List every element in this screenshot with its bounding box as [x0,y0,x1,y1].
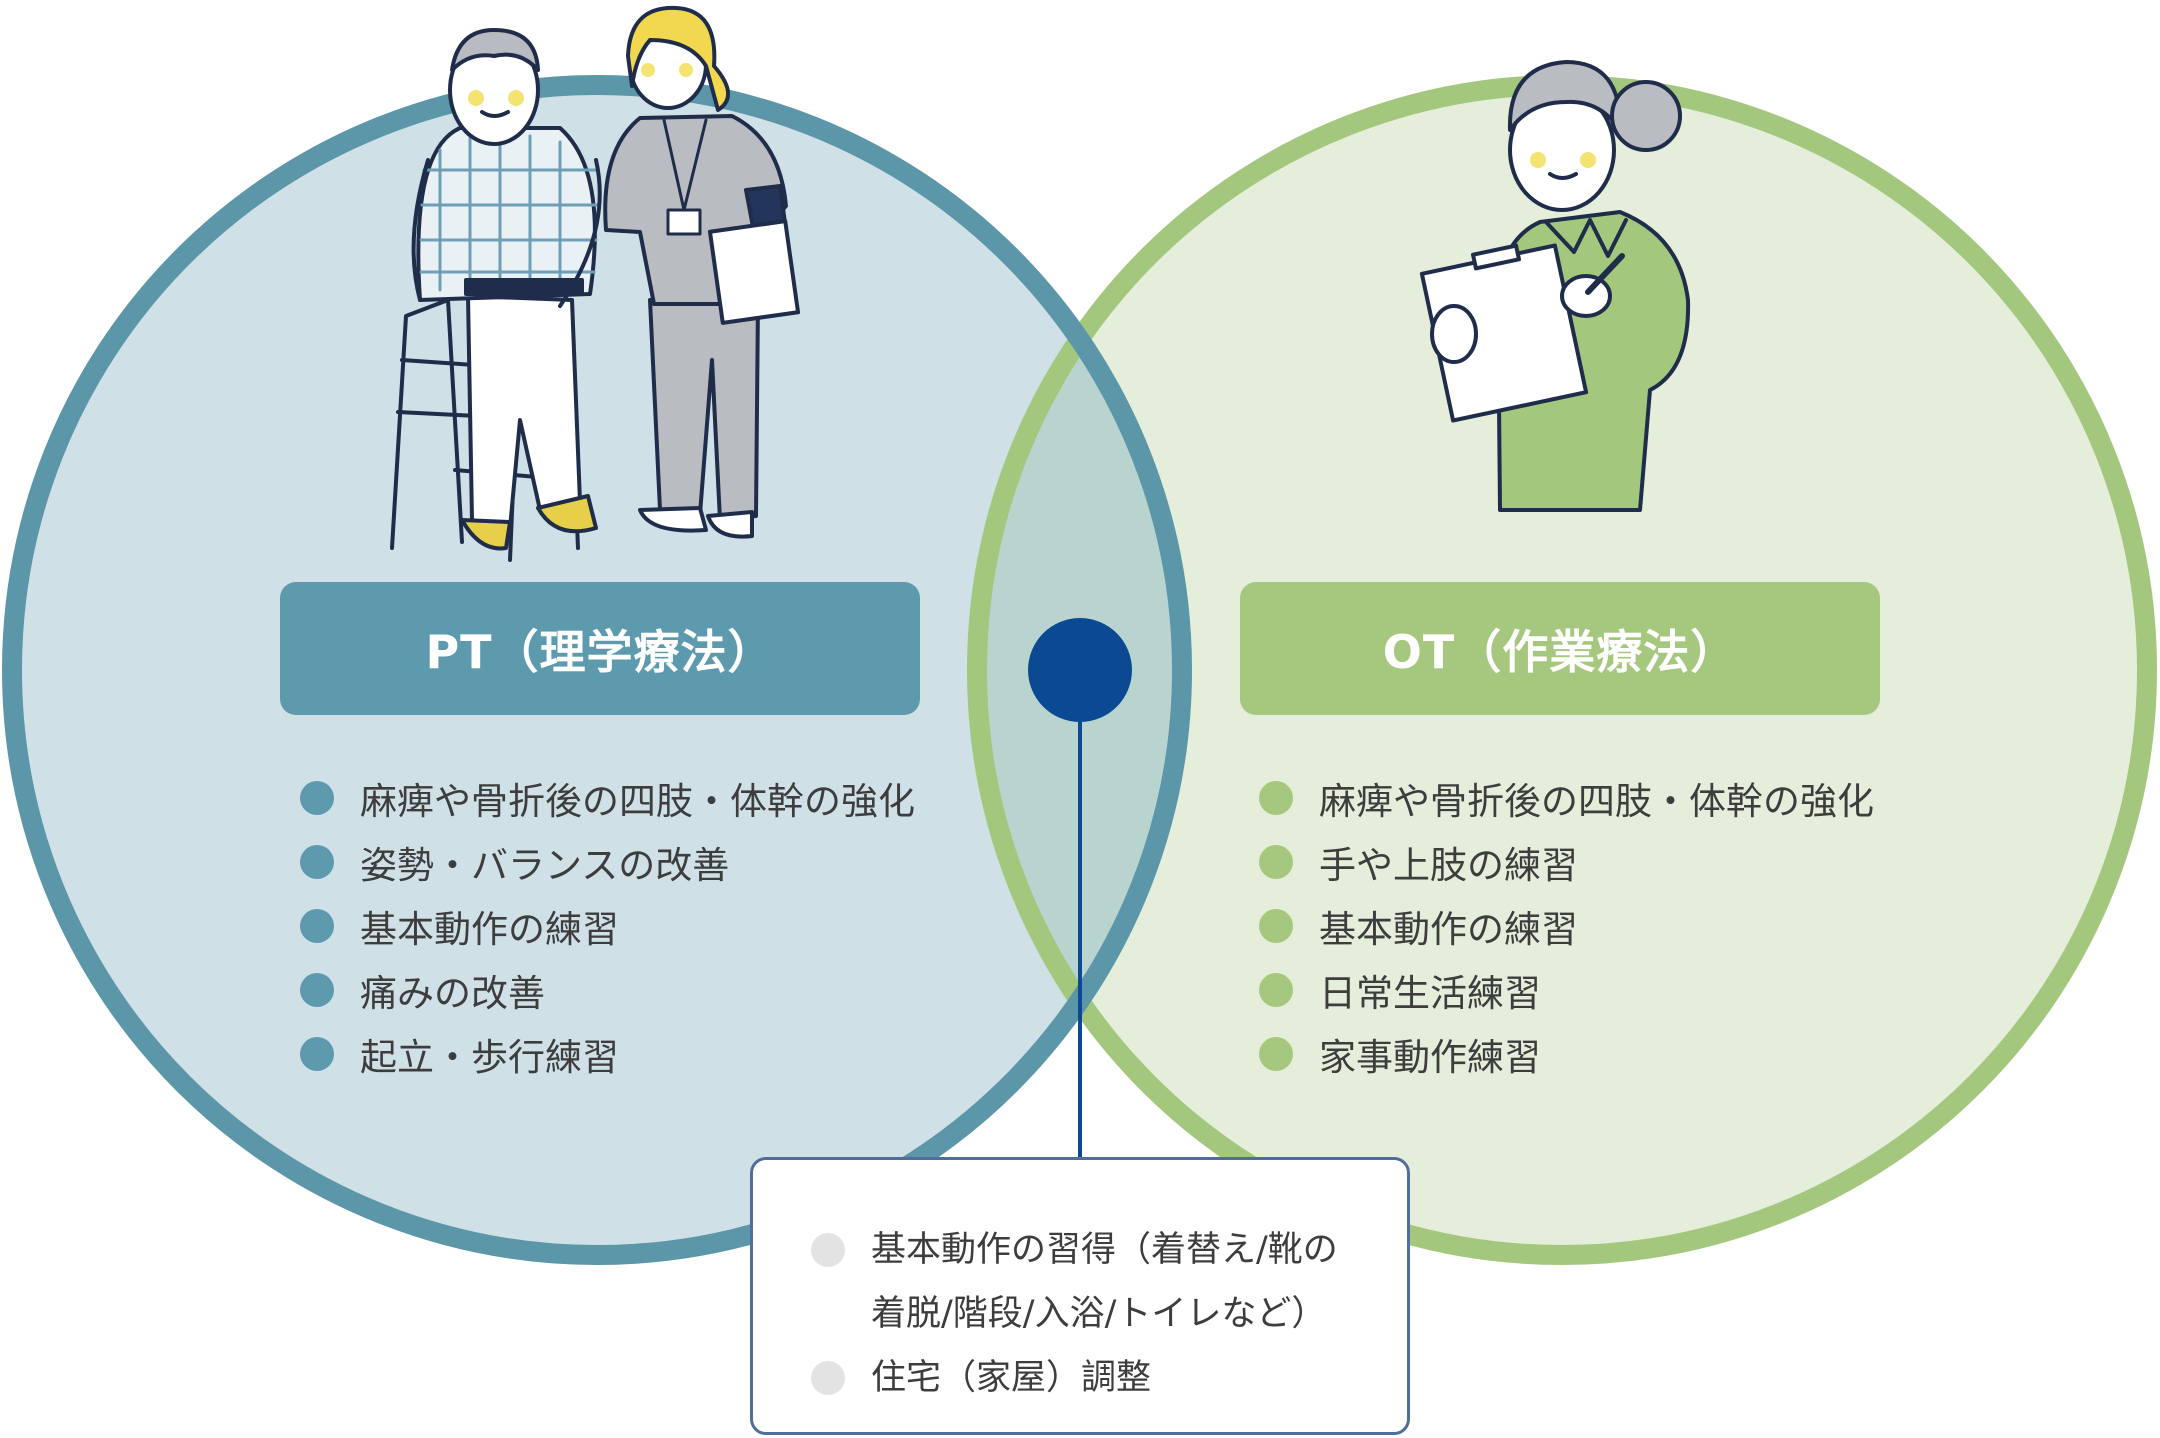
bullet-dot-icon [1259,1037,1293,1071]
ot-title: OT（作業療法） [1382,624,1738,679]
list-item: 基本動作の練習 [1259,894,1874,958]
bullet-dot-icon [1259,845,1293,879]
caregiver-with-clipboard-icon [603,5,801,539]
pt-title-box: PT（理学療法） [280,582,920,715]
common-items-box: 基本動作の習得（着替え/靴の着脱/階段/入浴/トイレなど） 住宅（家屋）調整 [750,1157,1410,1435]
occupational-therapist-writing-icon [1419,60,1691,512]
list-item: 姿勢・バランスの改善 [300,830,915,894]
list-item: 麻痺や骨折後の四肢・体幹の強化 [300,766,915,830]
elderly-man-with-walker-icon [390,28,602,562]
bullet-dot-icon [1259,781,1293,815]
list-item: 基本動作の習得（着替え/靴の着脱/階段/入浴/トイレなど） [811,1218,1367,1346]
bullet-dot-icon [300,781,334,815]
bullet-dot-icon [300,845,334,879]
bullet-dot-icon [811,1361,845,1395]
list-item: 基本動作の練習 [300,894,915,958]
list-item: 起立・歩行練習 [300,1022,915,1086]
pt-circle-ring [2,75,1192,1265]
list-item: 手や上肢の練習 [1259,830,1874,894]
pt-title: PT（理学療法） [425,624,775,679]
bullet-dot-icon [300,1037,334,1071]
list-item: 痛みの改善 [300,958,915,1022]
list-item: 日常生活練習 [1259,958,1874,1022]
connector-dot [1028,618,1132,722]
bullet-dot-icon [1259,909,1293,943]
bullet-dot-icon [811,1233,845,1267]
list-item: 家事動作練習 [1259,1022,1874,1086]
ot-item-list: 麻痺や骨折後の四肢・体幹の強化 手や上肢の練習 基本動作の練習 日常生活練習 家… [1259,766,1874,1086]
pt-item-list: 麻痺や骨折後の四肢・体幹の強化 姿勢・バランスの改善 基本動作の練習 痛みの改善… [300,766,915,1086]
bullet-dot-icon [300,909,334,943]
ot-title-box: OT（作業療法） [1240,582,1880,715]
list-item: 住宅（家屋）調整 [811,1346,1367,1410]
list-item: 麻痺や骨折後の四肢・体幹の強化 [1259,766,1874,830]
bullet-dot-icon [1259,973,1293,1007]
bullet-dot-icon [300,973,334,1007]
